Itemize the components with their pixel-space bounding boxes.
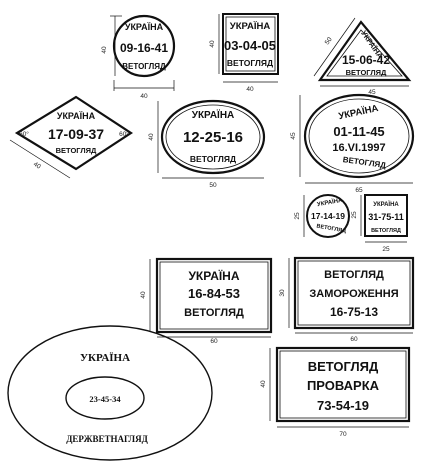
stamp-bottom-text: ВЕТОГЛЯД bbox=[122, 62, 166, 71]
stamp-top-text: УКРАЇНА bbox=[230, 21, 271, 32]
dim-label-width: 65 bbox=[355, 187, 363, 194]
stamp-large-ellipse-23-45-34: УКРАЇНА 23-45-34 ДЕРЖВЕТНАГЛЯД bbox=[7, 325, 213, 461]
stamp-code: 31-75-11 bbox=[368, 212, 404, 222]
stamp-date: 16.VI.1997 bbox=[332, 142, 385, 154]
dim-label-height: 40 bbox=[140, 291, 147, 299]
dim-label-width: 70 bbox=[339, 431, 347, 438]
dim-label-height: 25 bbox=[294, 212, 301, 220]
stamp-ellipse-12-25-16: УКРАЇНА 12-25-16 ВЕТОГЛЯД 50 40 bbox=[148, 99, 266, 189]
stamp-top-text: УКРАЇНА bbox=[57, 111, 96, 121]
stamp-square-03-04-05: УКРАЇНА 03-04-05 ВЕТОГЛЯД 40 40 bbox=[209, 13, 279, 93]
dim-label-width: 60 bbox=[350, 336, 358, 343]
stamp-top-text: УКРАЇНА bbox=[125, 22, 164, 32]
stamp-bottom-text: ВЕТОГЛЯД bbox=[190, 154, 236, 164]
angle-left-label: 60° bbox=[19, 130, 29, 138]
stamp-code: 23-45-34 bbox=[89, 394, 121, 404]
dim-label-width: 60 bbox=[210, 338, 218, 345]
stamp-mid-text: ПРОВАРКА bbox=[307, 378, 380, 393]
stamp-code: 09-16-41 bbox=[120, 41, 168, 55]
stamp-bottom-text: ВЕТОГЛЯД bbox=[56, 146, 97, 155]
dim-label-width: 45 bbox=[368, 89, 376, 96]
dim-line-side bbox=[9, 139, 71, 179]
dim-label-width: 40 bbox=[246, 86, 254, 93]
stamp-code: 17-14-19 bbox=[311, 211, 345, 221]
dim-label-side: 40 bbox=[32, 161, 42, 171]
stamp-top-text: УКРАЇНА bbox=[192, 108, 235, 121]
stamp-top-text: УКРАЇНА bbox=[317, 197, 344, 208]
dim-label-height: 40 bbox=[148, 133, 155, 141]
stamp-diamond-17-09-37: УКРАЇНА 17-09-37 ВЕТОГЛЯД 60° 60° 40 bbox=[9, 95, 134, 179]
stamp-small-square-31-75-11: УКРАЇНА 31-75-11 ВЕТОГЛЯД 25 25 bbox=[351, 194, 408, 253]
stamp-bottom-text: ВЕТОГЛЯД bbox=[316, 223, 347, 234]
stamp-triangle-15-06-42: УКРАЇНА 15-06-42 ВЕТОГЛЯД 45 50 bbox=[313, 17, 412, 96]
stamp-top-text: ВЕТОГЛЯД bbox=[324, 269, 384, 281]
dim-label-height: 40 bbox=[101, 46, 108, 54]
stamp-top-text: ВЕТОГЛЯД bbox=[308, 359, 379, 374]
stamp-code: 01-11-45 bbox=[333, 124, 384, 139]
dim-label-height: 40 bbox=[209, 40, 216, 48]
stamp-top-text: УКРАЇНА bbox=[188, 268, 239, 283]
angle-right-label: 60° bbox=[119, 130, 129, 138]
stamp-rect-73-54-19: ВЕТОГЛЯД ПРОВАРКА 73-54-19 70 40 bbox=[260, 346, 411, 438]
stamp-bottom-text: ВЕТОГЛЯД bbox=[184, 307, 244, 319]
stamp-ellipse-01-11-45: УКРАЇНА 01-11-45 16.VI.1997 ВЕТОГЛЯД 65 … bbox=[290, 93, 415, 194]
stamp-top-text: УКРАЇНА bbox=[338, 103, 380, 122]
stamp-small-circle-17-14-19: УКРАЇНА 17-14-19 ВЕТОГЛЯД 25 bbox=[294, 194, 350, 238]
stamp-mid-text: ЗАМОРОЖЕННЯ bbox=[309, 288, 398, 300]
dim-label-width: 40 bbox=[140, 93, 148, 100]
dim-label-width: 50 bbox=[209, 182, 217, 189]
dim-label-width: 25 bbox=[382, 246, 390, 253]
stamp-code: 73-54-19 bbox=[317, 398, 369, 413]
dim-label-height: 45 bbox=[290, 132, 297, 140]
stamp-rect-16-84-53: УКРАЇНА 16-84-53 ВЕТОГЛЯД 60 40 bbox=[140, 257, 273, 345]
stamp-rect-16-75-13: ВЕТОГЛЯД ЗАМОРОЖЕННЯ 16-75-13 60 30 bbox=[279, 256, 415, 343]
stamp-bottom-text: ДЕРЖВЕТНАГЛЯД bbox=[66, 434, 148, 444]
stamp-code: 16-84-53 bbox=[188, 286, 240, 301]
stamp-code: 12-25-16 bbox=[183, 129, 243, 146]
dim-line-side bbox=[313, 17, 356, 77]
dim-label-height: 30 bbox=[279, 289, 286, 297]
stamp-top-text: УКРАЇНА bbox=[373, 201, 399, 208]
dim-label-side: 50 bbox=[324, 36, 334, 46]
stamp-code: 17-09-37 bbox=[48, 126, 104, 142]
stamp-circle-09-16-41: УКРАЇНА 09-16-41 ВЕТОГЛЯД 40 40 bbox=[101, 14, 176, 100]
dim-label-height: 25 bbox=[351, 211, 358, 219]
dim-label-height: 40 bbox=[260, 380, 267, 388]
stamp-circle-outline bbox=[112, 14, 176, 78]
stamp-bottom-text: ВЕТОГЛЯД bbox=[342, 155, 387, 170]
stamp-code: 16-75-13 bbox=[330, 305, 378, 319]
stamp-top-text: УКРАЇНА bbox=[80, 351, 130, 364]
stamp-bottom-text: ВЕТОГЛЯД bbox=[371, 228, 401, 234]
stamp-code: 15-06-42 bbox=[342, 53, 390, 67]
stamp-bottom-text: ВЕТОГЛЯД bbox=[346, 68, 387, 77]
stamp-code: 03-04-05 bbox=[224, 38, 276, 53]
stamp-bottom-text: ВЕТОГЛЯД bbox=[227, 58, 273, 68]
